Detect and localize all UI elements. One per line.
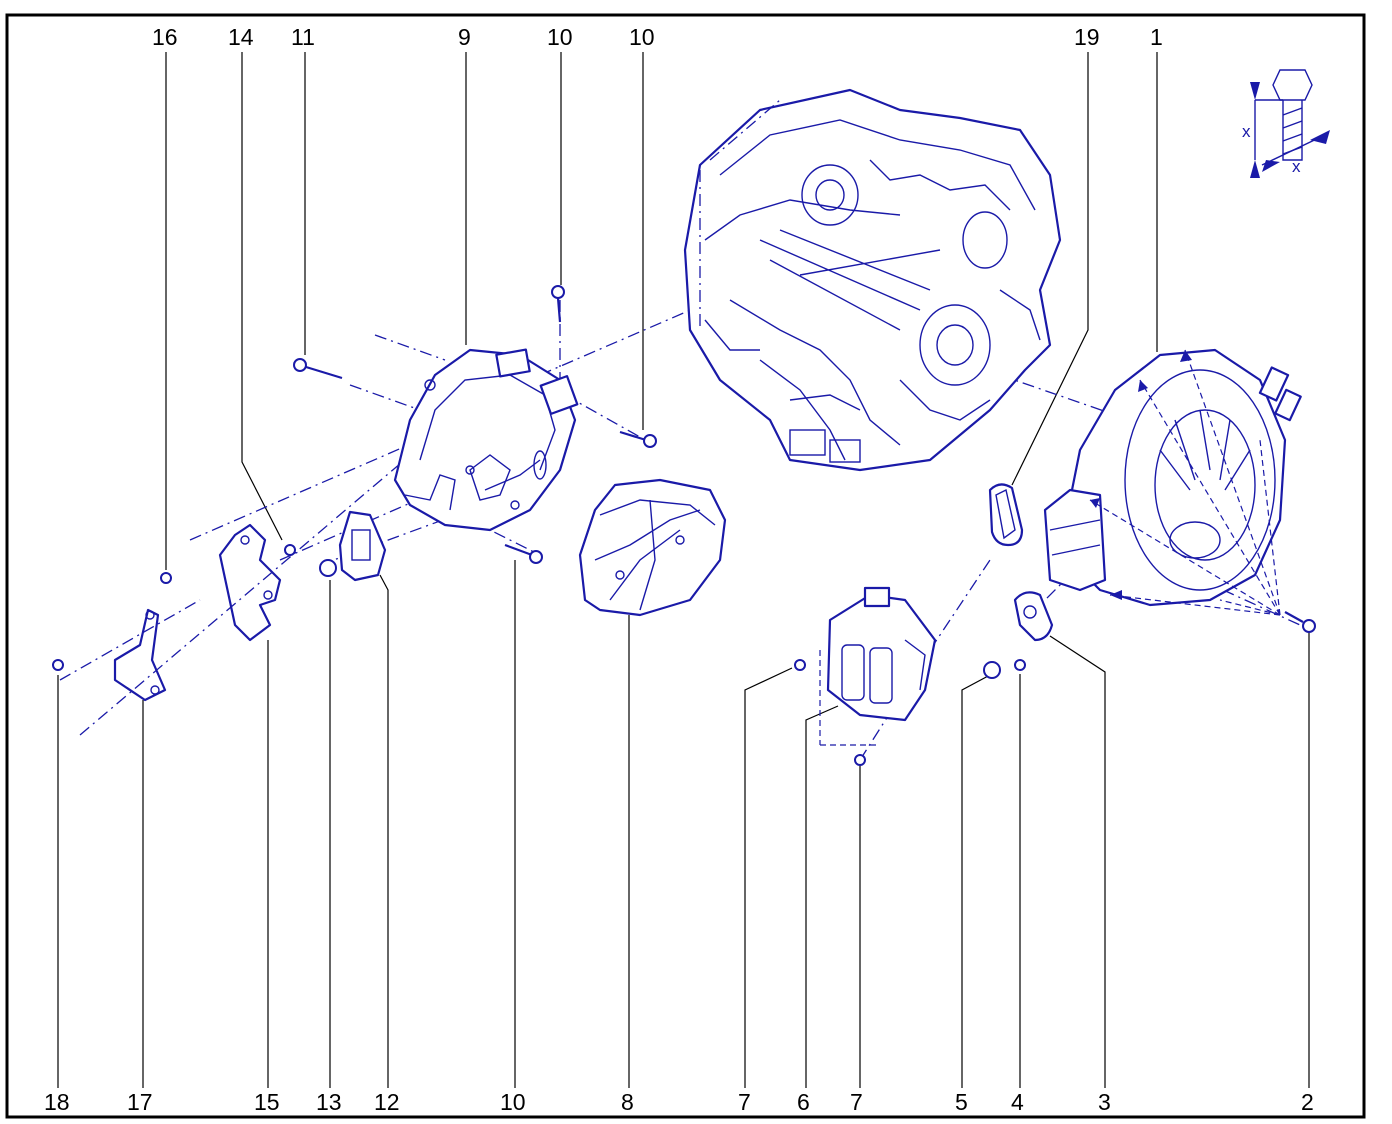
bolt-11 xyxy=(293,358,343,380)
callout-6-bottom: 6 xyxy=(797,1089,810,1115)
callout-5-bottom: 5 xyxy=(955,1089,968,1115)
part-8-housing xyxy=(578,478,727,617)
part-9-cover xyxy=(393,348,579,532)
part-1-torque-arrows xyxy=(1089,349,1281,616)
callout-19-top: 19 xyxy=(1074,24,1100,50)
callout-7-bottom-b: 7 xyxy=(850,1089,863,1115)
callout-8-bottom: 8 xyxy=(621,1089,634,1115)
callout-1-top: 1 xyxy=(1150,24,1163,50)
callout-17-bottom: 17 xyxy=(127,1089,153,1115)
part-1-motor xyxy=(1043,348,1302,616)
bolt-2 xyxy=(1284,611,1316,633)
bolt-10-right xyxy=(619,430,657,448)
callout-13-bottom: 13 xyxy=(316,1089,342,1115)
torque-label-horizontal: x xyxy=(1292,157,1301,176)
screw-16 xyxy=(160,572,172,584)
callout-18-bottom: 18 xyxy=(44,1089,70,1115)
callout-14-top: 14 xyxy=(228,24,254,50)
part-6-bracket xyxy=(826,586,937,722)
diagram-frame xyxy=(5,13,1366,1119)
part-17-bracket xyxy=(113,608,167,702)
callout-3-bottom: 3 xyxy=(1098,1089,1111,1115)
plug-13 xyxy=(319,559,337,577)
callout-7-bottom-a: 7 xyxy=(738,1089,751,1115)
part-15-gasket xyxy=(218,523,282,642)
callout-9-top: 9 xyxy=(458,24,471,50)
part-12-cover xyxy=(338,510,387,582)
callout-10-top-a: 10 xyxy=(547,24,573,50)
bolt-10-bottom xyxy=(504,543,543,564)
bottom-callouts: 18 17 15 13 12 10 8 7 6 7 5 4 3 2 xyxy=(44,1089,1314,1115)
transmission-assembly xyxy=(683,88,1062,472)
screw-4 xyxy=(1014,659,1026,671)
leader-lines xyxy=(57,52,1310,1088)
plug-5 xyxy=(983,661,1001,679)
callout-10-bottom: 10 xyxy=(500,1089,526,1115)
callout-15-bottom: 15 xyxy=(254,1089,280,1115)
screw-7-b xyxy=(854,754,866,766)
callout-10-top-b: 10 xyxy=(629,24,655,50)
callout-12-bottom: 12 xyxy=(374,1089,400,1115)
bolt-torque-icon: x x xyxy=(1242,69,1330,178)
callout-16-top: 16 xyxy=(152,24,178,50)
screw-14 xyxy=(284,544,296,556)
screw-7-a xyxy=(794,659,806,671)
torque-label-vertical: x xyxy=(1242,122,1251,141)
callout-2-bottom: 2 xyxy=(1301,1089,1314,1115)
callout-11-top: 11 xyxy=(291,24,315,50)
callout-4-bottom: 4 xyxy=(1011,1089,1024,1115)
top-callouts: 16 14 11 9 10 10 19 1 xyxy=(152,24,1163,50)
bolt-10-top xyxy=(551,285,565,323)
part-3-plate xyxy=(1013,591,1054,642)
screw-18 xyxy=(52,659,64,671)
part-19-seal xyxy=(988,483,1024,547)
fasteners xyxy=(52,285,1316,766)
